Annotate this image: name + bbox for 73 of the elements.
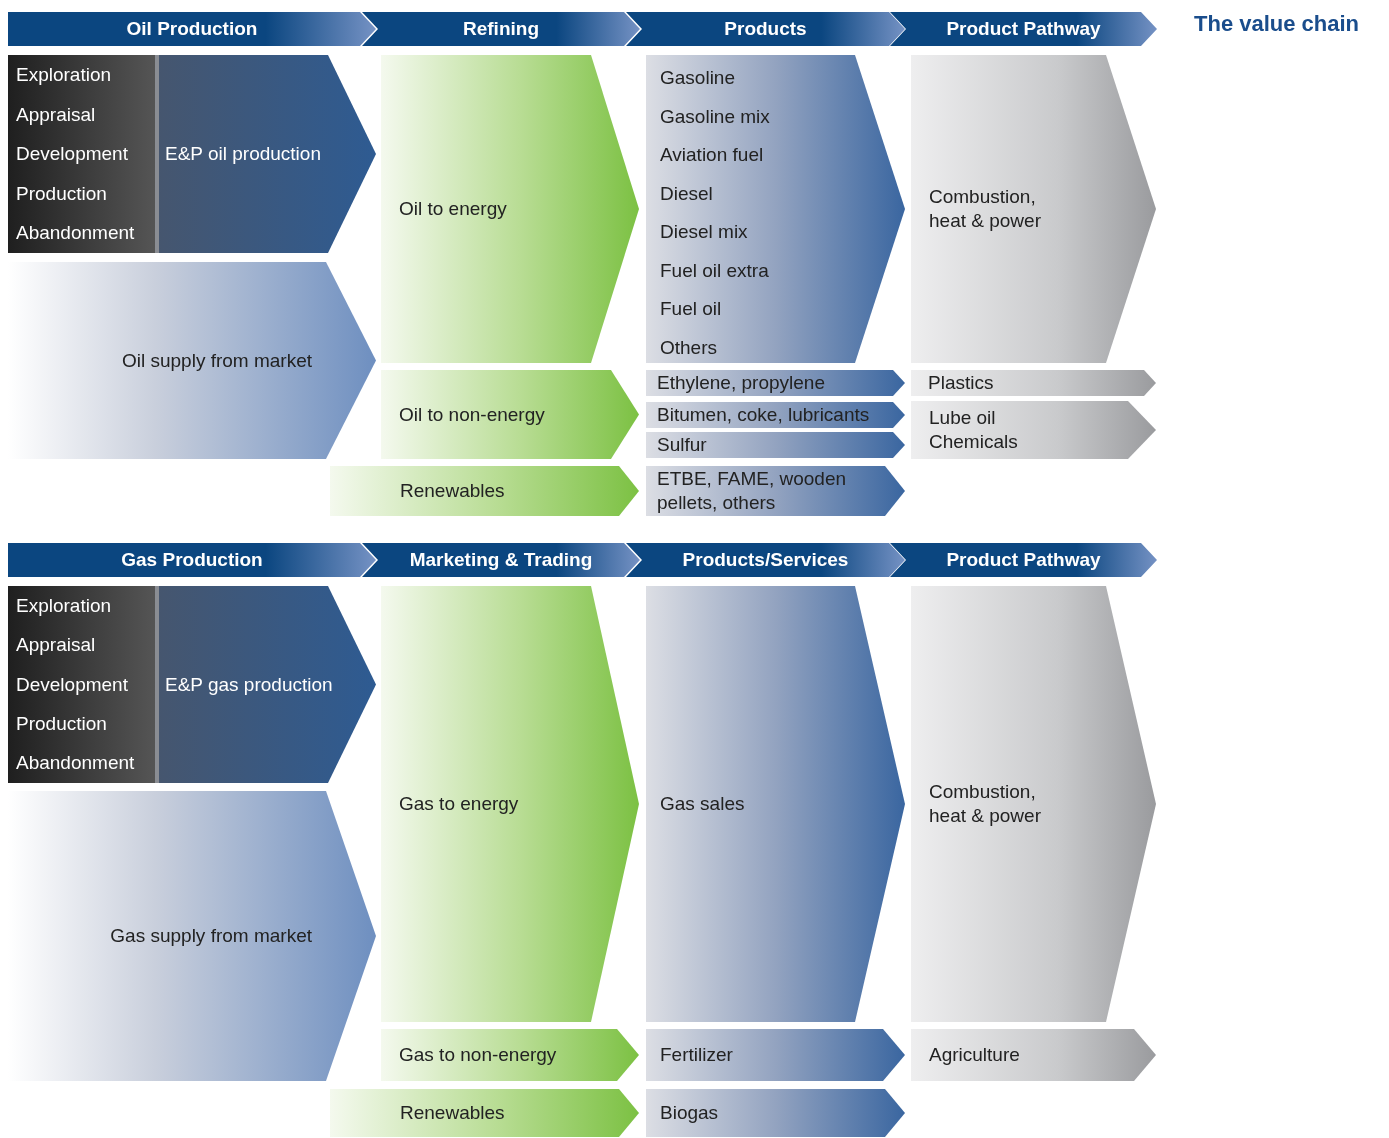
node-label: Renewables (400, 479, 505, 503)
node-label: Gas to energy (399, 792, 519, 816)
stage-label: Appraisal (16, 633, 97, 657)
list-item: Aviation fuel (660, 143, 765, 168)
diagram-title: The value chain (1194, 10, 1361, 38)
node-label: Oil supply from market (121, 348, 312, 373)
production-box (8, 586, 376, 783)
list-item: Lube oil (929, 406, 997, 430)
process-box (330, 466, 639, 516)
process-box (646, 432, 905, 458)
stage-label: Exploration (16, 593, 113, 618)
list-item: Diesel mix (660, 220, 749, 245)
node-label: Combustion, heat & power (929, 185, 1042, 233)
list-item: Gasoline (660, 66, 736, 91)
process-box (646, 55, 905, 363)
node-label: Oil to non-energy (399, 402, 545, 427)
header-band (8, 12, 376, 46)
node-label: Plastics (928, 371, 994, 395)
process-box (911, 55, 1156, 363)
node-label: Gas to non-energy (399, 1043, 557, 1067)
node-label: Fertilizer (660, 1043, 733, 1067)
list-item: Diesel (660, 181, 714, 206)
node-label: Gas supply from market (110, 924, 312, 948)
process-box (381, 586, 639, 1022)
node-label: Renewables (400, 1101, 505, 1125)
node-label: ETBE, FAME, wooden pellets, others (657, 467, 848, 515)
list-item: Fuel oil (660, 297, 723, 322)
stage-label: Abandonment (16, 221, 136, 246)
stage-label: Development (16, 672, 129, 697)
process-box (646, 466, 905, 516)
node-label: Sulfur (657, 433, 707, 457)
node-label: Combustion, heat & power (929, 780, 1042, 828)
header-label: Gas Production (121, 548, 263, 572)
stage-label: Production (16, 181, 108, 206)
header-label: Products (724, 17, 807, 41)
process-box (330, 1089, 639, 1137)
node-label: E&P oil production (165, 142, 321, 166)
process-box (911, 1029, 1156, 1081)
list-item: Chemicals (929, 430, 1018, 454)
node-label: Oil to energy (399, 197, 507, 221)
production-box (8, 55, 376, 253)
stage-label: Appraisal (16, 102, 97, 127)
node-label: Agriculture (929, 1043, 1020, 1067)
stage-label: Abandonment (16, 751, 136, 776)
header-label: Products/Services (682, 548, 849, 572)
process-box (911, 586, 1156, 1022)
process-box (646, 1029, 905, 1081)
list-item: Gasoline mix (660, 104, 770, 129)
process-box (646, 402, 905, 428)
process-box (646, 586, 905, 1022)
stage-label: Production (16, 712, 108, 736)
node-label: Biogas (660, 1101, 719, 1125)
header-label: Refining (463, 17, 539, 41)
header-band (8, 543, 376, 577)
node-label: E&P gas production (165, 672, 333, 697)
header-label: Marketing & Trading (409, 548, 593, 572)
stage-label: Exploration (16, 62, 113, 87)
process-box (381, 370, 639, 459)
header-label: Oil Production (126, 17, 258, 41)
node-label: Gas sales (660, 792, 745, 816)
list-item: Others (660, 335, 719, 360)
list-item: Fuel oil extra (660, 258, 770, 283)
node-label: Ethylene, propylene (657, 371, 825, 395)
node-label: Bitumen, coke, lubricants (657, 403, 870, 427)
process-box (646, 370, 905, 396)
stage-label: Development (16, 142, 129, 166)
process-box (911, 401, 1156, 459)
header-label: Product Pathway (946, 548, 1101, 572)
header-label: Product Pathway (946, 17, 1101, 41)
process-box (381, 55, 639, 363)
process-box (646, 1089, 905, 1137)
process-box (381, 1029, 639, 1081)
process-box (911, 370, 1156, 396)
